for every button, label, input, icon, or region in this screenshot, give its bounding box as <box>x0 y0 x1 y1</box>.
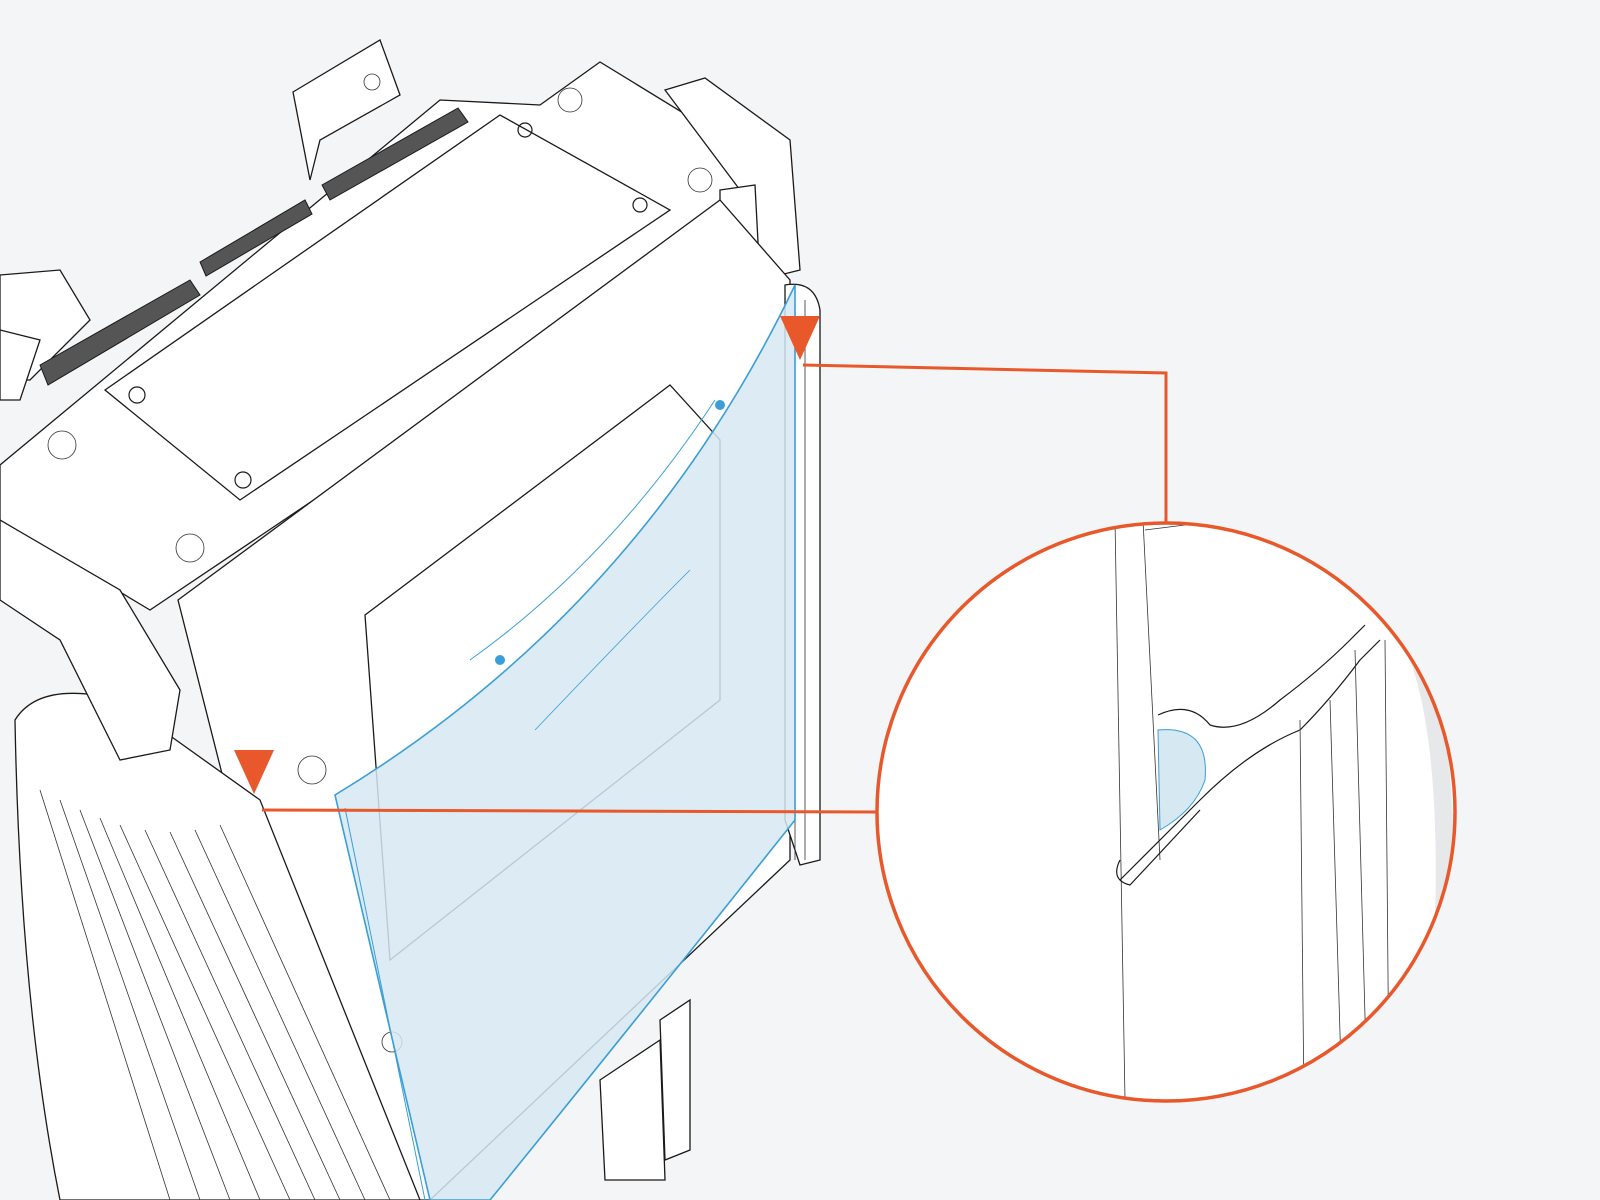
leader-top <box>802 363 1168 523</box>
detail-circle-border <box>875 521 1457 1103</box>
vent-grille <box>321 107 469 201</box>
leader-bottom <box>261 808 877 814</box>
finned-cylinder <box>0 519 421 1200</box>
side-panel-highlighted <box>334 284 796 1200</box>
triangle-down-marker-top <box>780 316 820 360</box>
top-housing <box>0 61 761 611</box>
callout-leaders <box>261 363 1168 814</box>
rear-mounting-bracket <box>0 39 401 401</box>
support-legs <box>599 998 691 1181</box>
vent-grille <box>39 279 201 386</box>
vent-grille <box>199 199 313 277</box>
triangle-down-marker-bottom <box>234 750 274 794</box>
